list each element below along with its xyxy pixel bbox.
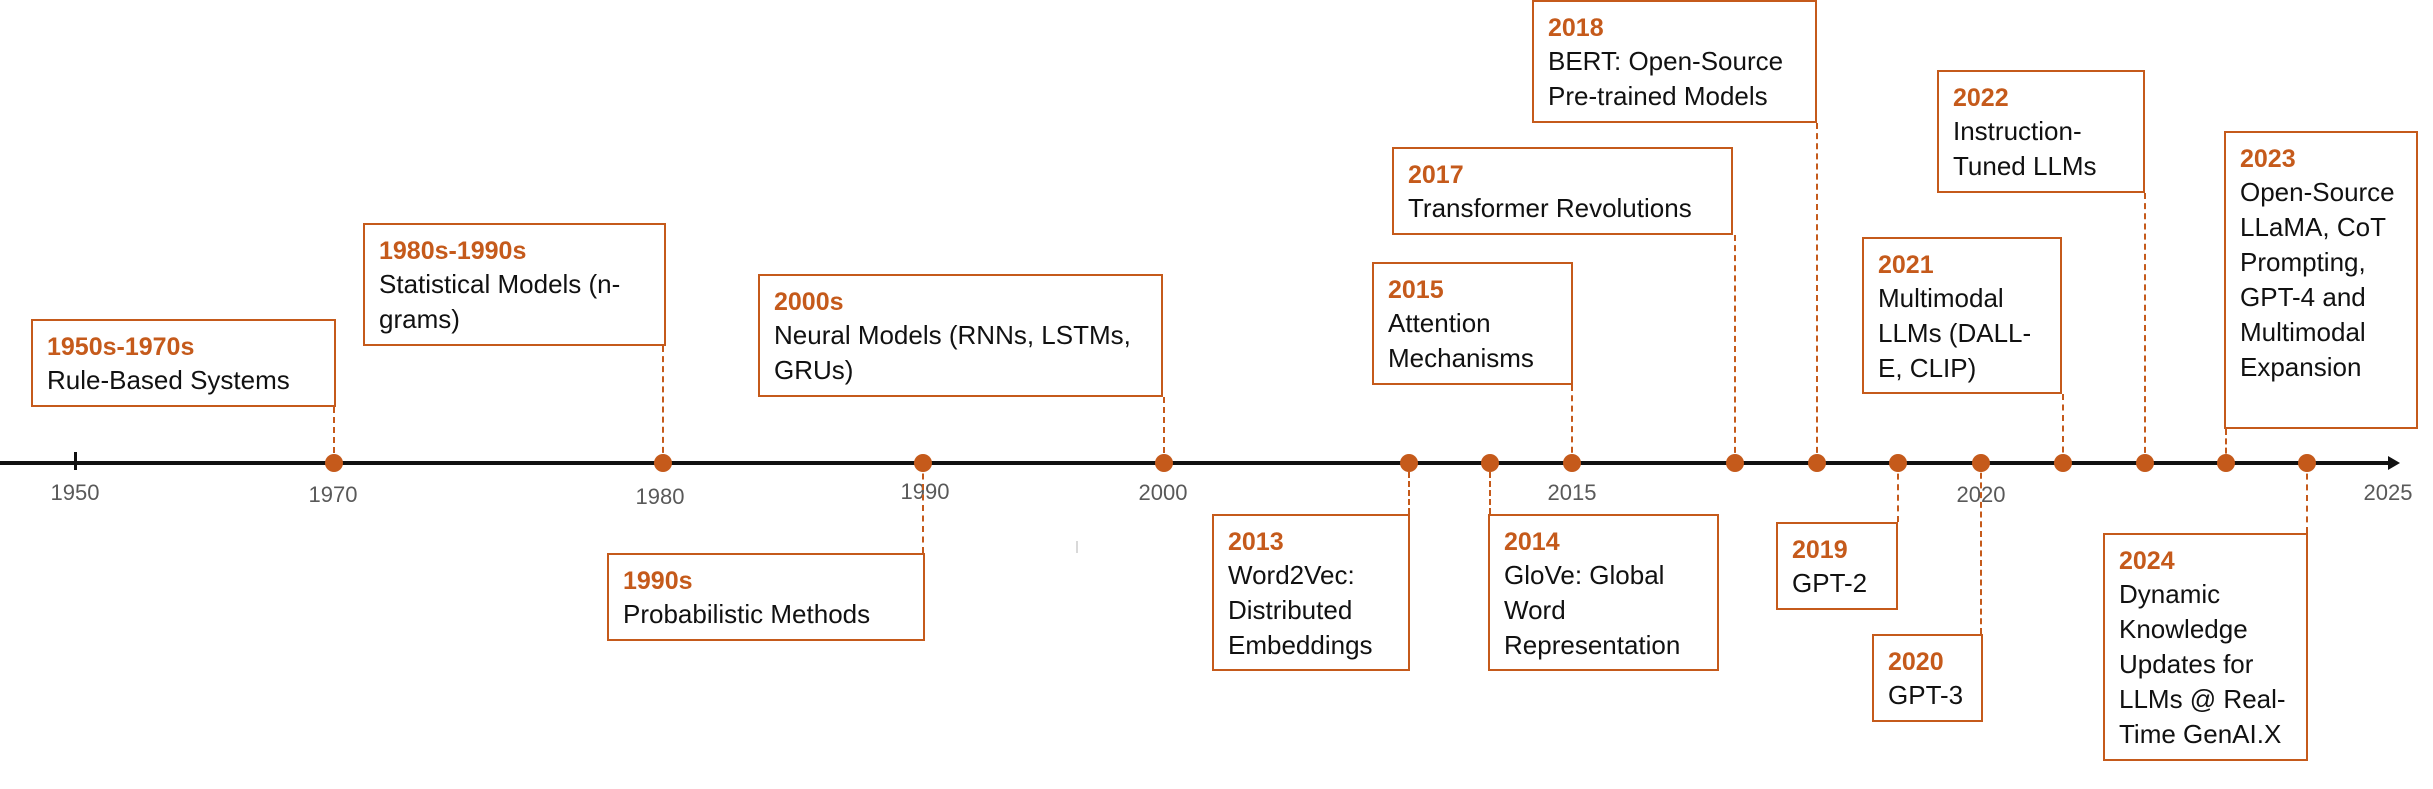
event-date: 2021 [1878, 251, 1934, 279]
event-marker [914, 454, 932, 472]
axis-tick-label: 2015 [1547, 480, 1597, 505]
event-connector [1163, 397, 1165, 463]
event-date: 1950s-1970s [47, 333, 195, 361]
event-connector [333, 407, 335, 463]
event-title: Probabilistic Methods [623, 599, 871, 629]
axis-tick [74, 452, 77, 470]
event-marker [2136, 454, 2154, 472]
event-date: 2014 [1504, 528, 1560, 556]
divider [1076, 541, 1078, 553]
event-connector [1489, 463, 1491, 514]
event-date: 2019 [1792, 536, 1848, 564]
event-marker [2217, 454, 2235, 472]
event-title: Transformer Revolutions [1408, 193, 1692, 223]
event-connector [2062, 394, 2064, 463]
event-date: 2024 [2119, 547, 2175, 575]
axis-tick-label: 1980 [635, 484, 685, 509]
event-title: Neural Models (RNNs, LSTMs, GRUs) [774, 320, 1131, 385]
event-date: 2020 [1888, 648, 1944, 676]
event-title: GPT-3 [1888, 680, 1964, 710]
axis-tick-label: 1970 [308, 482, 358, 507]
event-connector [1734, 235, 1736, 463]
event-title: Dynamic Knowledge Updates for LLMs @ Rea… [2119, 579, 2286, 749]
event-marker [2054, 454, 2072, 472]
event-marker [654, 454, 672, 472]
axis-tick-label: 2000 [1138, 480, 1188, 505]
event-marker [2298, 454, 2316, 472]
timeline-axis [0, 461, 2393, 465]
event-date: 1980s-1990s [379, 237, 527, 265]
event-marker [1155, 454, 1173, 472]
event-date: 2017 [1408, 161, 1464, 189]
event-connector [2306, 463, 2308, 533]
event-marker [1889, 454, 1907, 472]
event-connector [1408, 463, 1410, 514]
event-connector [1571, 385, 1573, 463]
event-marker [1808, 454, 1826, 472]
event-date: 2013 [1228, 528, 1284, 556]
event-title: Open-Source LLaMA, CoT Prompting, GPT-4 … [2240, 177, 2395, 382]
event-marker [325, 454, 343, 472]
axis-arrow-icon [2388, 456, 2400, 470]
event-connector [1816, 123, 1818, 463]
event-marker [1563, 454, 1581, 472]
event-date: 1990s [623, 567, 693, 595]
event-title: Multimodal LLMs (DALL-E, CLIP) [1878, 283, 2032, 383]
event-title: GloVe: Global Word Representation [1504, 560, 1681, 660]
axis-tick-label: 2025 [2363, 480, 2413, 505]
event-title: Statistical Models (n-grams) [379, 269, 621, 334]
event-date: 2015 [1388, 276, 1444, 304]
event-title: Attention Mechanisms [1388, 308, 1534, 373]
event-marker [1481, 454, 1499, 472]
event-title: BERT: Open-Source Pre-trained Models [1548, 46, 1784, 111]
event-title: Instruction-Tuned LLMs [1953, 116, 2097, 181]
event-title: Rule-Based Systems [47, 365, 290, 395]
event-connector [1980, 463, 1982, 634]
event-connector [922, 463, 924, 553]
event-title: GPT-2 [1792, 568, 1868, 598]
event-date: 2023 [2240, 145, 2296, 173]
event-marker [1726, 454, 1744, 472]
event-connector [2144, 193, 2146, 463]
axis-tick-label: 1950 [50, 480, 100, 505]
event-connector [662, 346, 664, 463]
event-date: 2018 [1548, 14, 1604, 42]
event-title: Word2Vec: Distributed Embeddings [1228, 560, 1373, 660]
event-connector [2225, 429, 2227, 463]
event-connector [1897, 463, 1899, 522]
event-date: 2022 [1953, 84, 2009, 112]
event-marker [1972, 454, 1990, 472]
event-date: 2000s [774, 288, 844, 316]
event-marker [1400, 454, 1418, 472]
axis-tick-label: 1990 [900, 479, 950, 504]
